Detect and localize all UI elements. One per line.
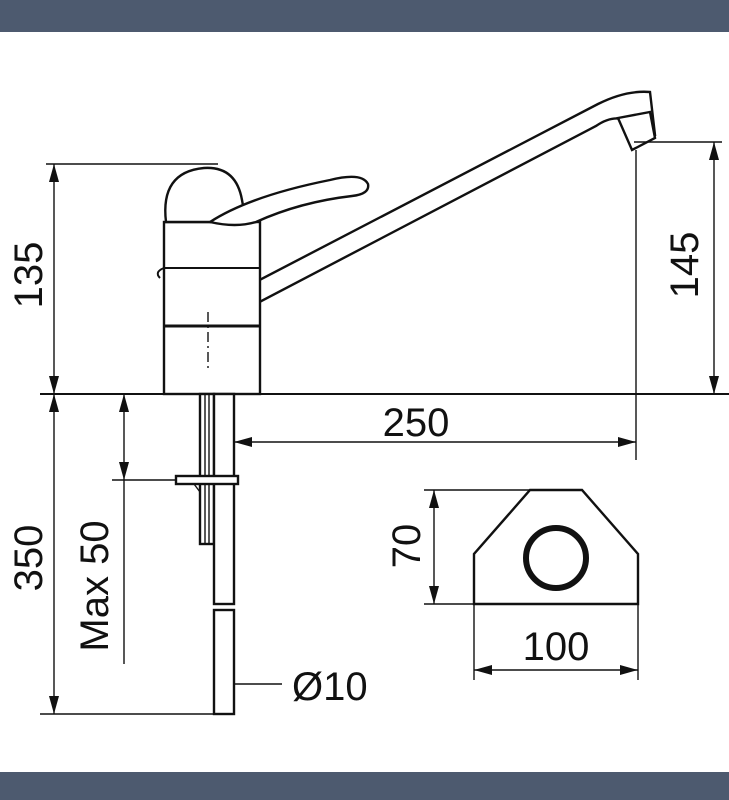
pipe-hole-icon bbox=[523, 525, 589, 591]
faucet-body bbox=[156, 90, 657, 396]
dim-100: 100 bbox=[473, 604, 639, 680]
mounting-assembly bbox=[174, 392, 240, 716]
dim-diameter-label: Ø10 bbox=[292, 665, 368, 709]
dim-diameter: Ø10 bbox=[234, 665, 368, 709]
lever-handle bbox=[206, 175, 370, 227]
dim-70: 70 bbox=[385, 489, 530, 605]
dim-145: 145 bbox=[634, 141, 722, 394]
aerator bbox=[616, 110, 657, 152]
dim-350: 350 bbox=[7, 394, 214, 715]
base-plate-top-view bbox=[472, 488, 640, 606]
dim-250-label: 250 bbox=[383, 401, 450, 445]
supply-pipe-end bbox=[212, 608, 236, 716]
bottom-band bbox=[0, 772, 729, 800]
dim-135-label: 135 bbox=[7, 242, 51, 309]
dim-100-label: 100 bbox=[523, 625, 590, 669]
body-cylinder bbox=[162, 220, 262, 396]
dim-135: 135 bbox=[7, 163, 218, 394]
dim-max50: Max 50 bbox=[73, 394, 176, 664]
top-band bbox=[0, 0, 729, 32]
lever-dome bbox=[164, 166, 248, 224]
dim-max50-label: Max 50 bbox=[73, 520, 117, 651]
dim-350-label: 350 bbox=[7, 525, 51, 592]
dim-145-label: 145 bbox=[663, 232, 707, 299]
dim-250: 250 bbox=[234, 150, 637, 460]
dim-70-label: 70 bbox=[385, 524, 429, 569]
